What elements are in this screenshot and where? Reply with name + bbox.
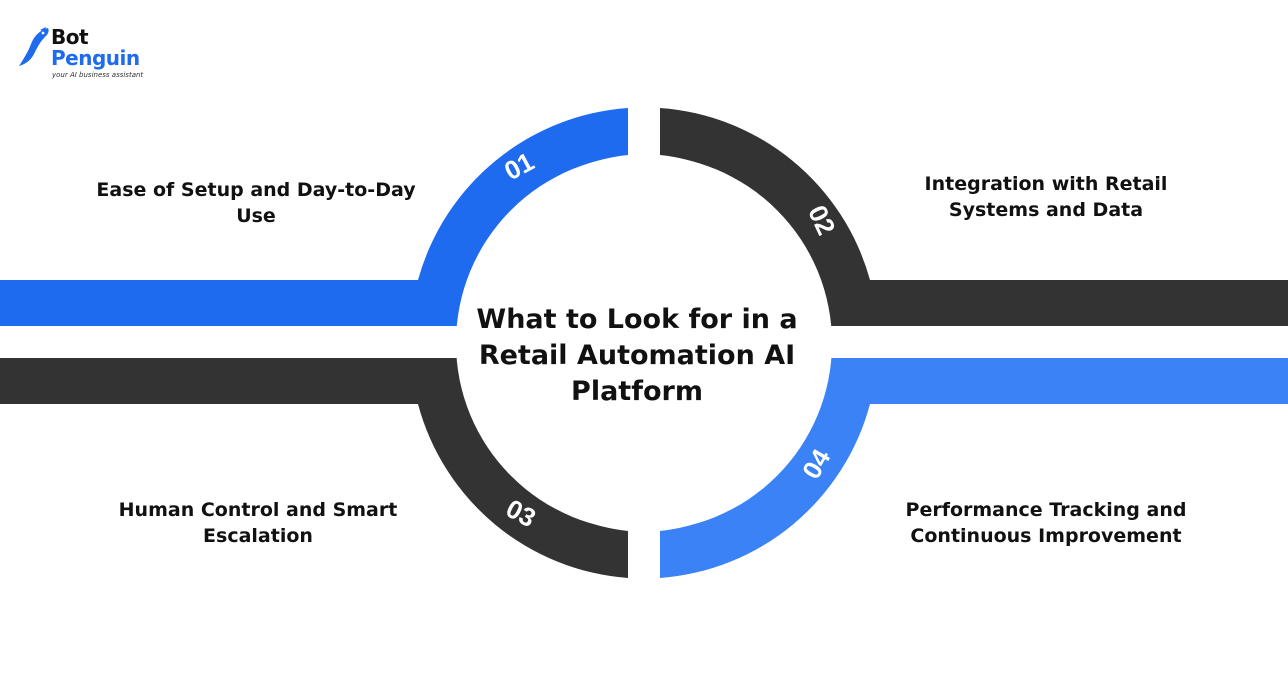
bar-step-1 xyxy=(0,280,470,326)
step-label-4: Performance Tracking and Continuous Impr… xyxy=(905,499,1187,547)
step-label-1: Ease of Setup and Day-to-Day Use xyxy=(96,179,416,227)
arc-step-3 xyxy=(418,404,628,578)
center-circle xyxy=(456,155,832,531)
bar-step-2 xyxy=(818,280,1288,326)
step-label-3: Human Control and Smart Escalation xyxy=(118,499,398,547)
bar-step-3 xyxy=(0,358,470,404)
brand-name-line2: Penguin xyxy=(51,46,140,70)
arc-step-1 xyxy=(418,108,628,280)
penguin-logo-icon xyxy=(19,27,49,66)
bar-step-4 xyxy=(818,358,1288,404)
brand-logo: Bot Penguin your AI business assistant xyxy=(18,24,148,84)
arc-step-2 xyxy=(660,108,870,280)
step-label-2: Integration with Retail Systems and Data xyxy=(924,173,1168,221)
brand-tagline: your AI business assistant xyxy=(52,71,144,79)
arc-step-4 xyxy=(660,404,870,578)
brand-name-line1: Bot xyxy=(51,25,89,49)
diagram-title: What to Look for in a Retail Automation … xyxy=(476,304,798,407)
